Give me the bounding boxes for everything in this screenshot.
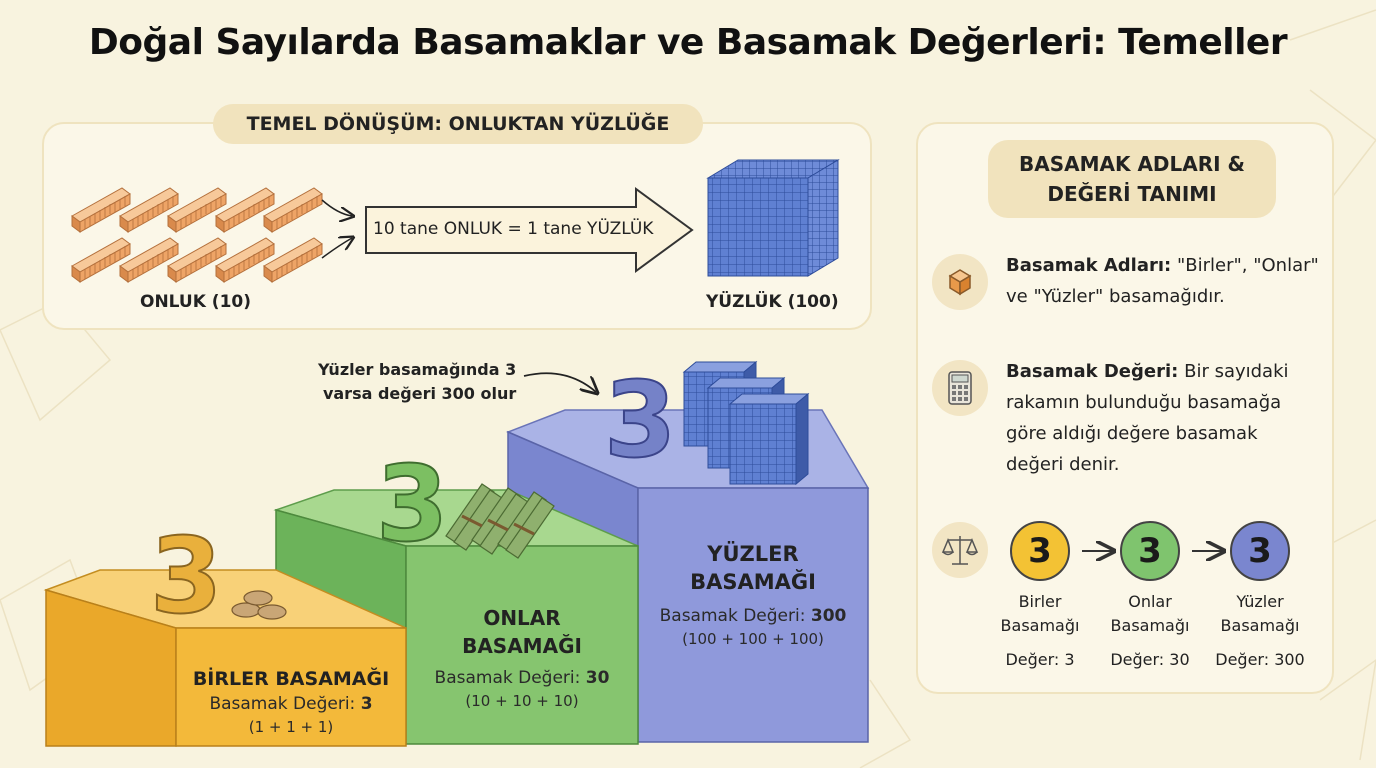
value-yuzler: Değer: 300 xyxy=(1215,650,1305,669)
onlar-breakdown: (10 + 10 + 10) xyxy=(465,692,579,710)
definition-place-value: Basamak Değeri: Bir sayıdaki rakamın bul… xyxy=(1006,361,1289,475)
calculator-icon xyxy=(932,360,988,416)
hundred-flats xyxy=(682,360,810,486)
conversion-equation: 10 tane ONLUK = 1 tane YÜZLÜK xyxy=(373,219,654,239)
unit-cubes xyxy=(231,590,287,620)
conversion-heading: TEMEL DÖNÜŞÜM: ONLUKTAN YÜZLÜĞE xyxy=(213,104,703,144)
ten-rod-bundles xyxy=(445,483,555,559)
circle-birler: 3 xyxy=(1010,521,1070,581)
birler-block xyxy=(43,569,407,747)
circle-onlar: 3 xyxy=(1120,521,1180,581)
yuzluk-cube xyxy=(706,159,840,277)
yuzler-breakdown: (100 + 100 + 100) xyxy=(682,630,824,648)
definition-place-names: Basamak Adları: "Birler", "Onlar" ve "Yü… xyxy=(1006,255,1319,307)
circle-yuzler: 3 xyxy=(1230,521,1290,581)
digit-tens: 3 xyxy=(376,443,448,565)
onluk-label: ONLUK (10) xyxy=(140,292,251,312)
value-onlar: Değer: 30 xyxy=(1110,650,1190,669)
yuzler-value: Basamak Değeri: 300 xyxy=(659,606,847,626)
callout-text: Yüzler basamağında 3 varsa değeri 300 ol… xyxy=(318,360,517,403)
birler-breakdown: (1 + 1 + 1) xyxy=(248,718,334,736)
onlar-title: ONLAR BASAMAĞI xyxy=(462,606,582,658)
birler-value: Basamak Değeri: 3 xyxy=(209,694,373,714)
onlar-value: Basamak Değeri: 30 xyxy=(434,668,610,688)
value-birler: Değer: 3 xyxy=(1005,650,1075,669)
scale-icon xyxy=(932,522,988,578)
cube-icon xyxy=(932,254,988,310)
digit-ones: 3 xyxy=(150,515,222,637)
definitions-heading: BASAMAK ADLARI & DEĞERİ TANIMI xyxy=(988,140,1276,218)
page-title: Doğal Sayılarda Basamaklar ve Basamak De… xyxy=(88,22,1288,63)
digit-hundreds: 3 xyxy=(604,359,676,481)
birler-title: BİRLER BASAMAĞI xyxy=(192,668,390,690)
yuzluk-label: YÜZLÜK (100) xyxy=(706,292,839,312)
yuzler-title: YÜZLER BASAMAĞI xyxy=(690,542,816,594)
